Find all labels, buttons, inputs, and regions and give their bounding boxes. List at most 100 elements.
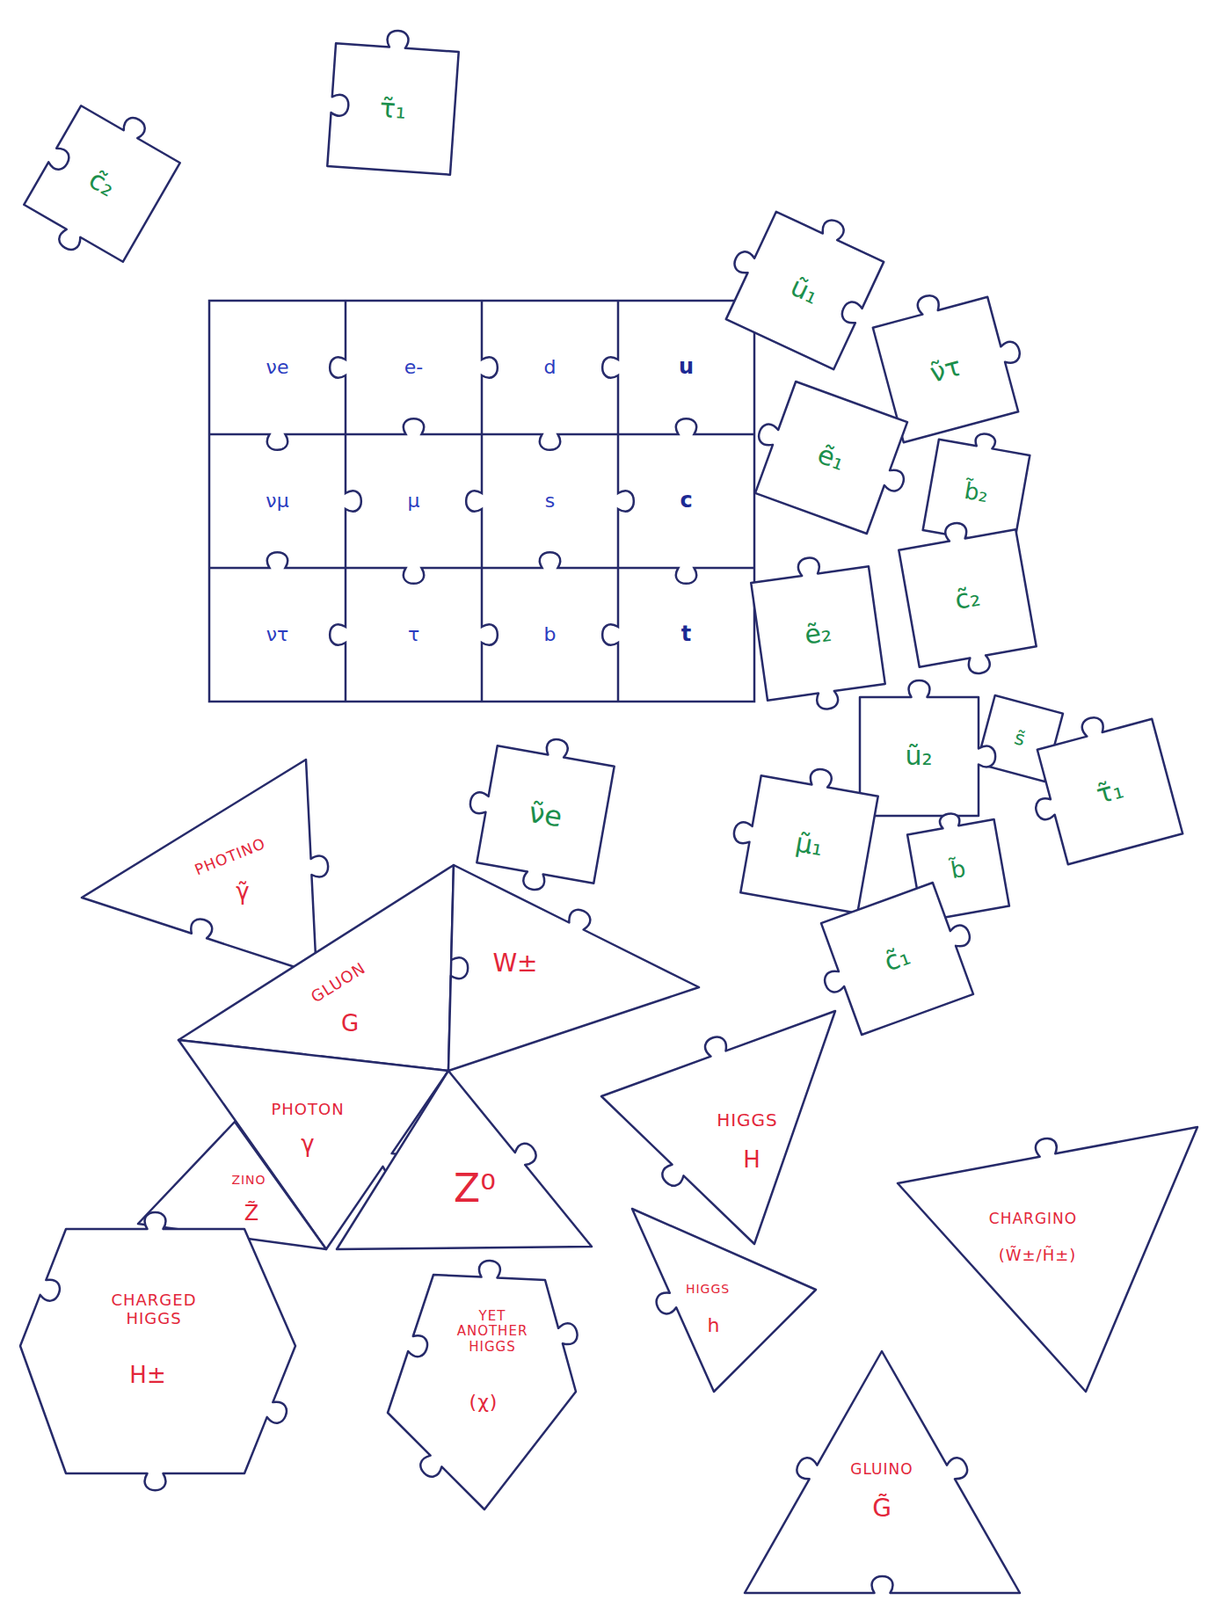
label-slot: CHARGED HIGGS [87, 1291, 220, 1328]
piece-shape [723, 756, 881, 914]
boson-piece: CHARGED HIGGS H± [20, 1229, 296, 1474]
piece-shape [859, 679, 996, 816]
boson-piece: HIGGS h [632, 1208, 816, 1392]
piece-shape [387, 1260, 578, 1510]
boson-piece: GLUONG [178, 865, 454, 1071]
grid-knob-line [602, 300, 619, 435]
label-slot: h [707, 1314, 721, 1337]
boson-name: CHARGED HIGGS [87, 1291, 220, 1328]
fermion-symbol: τ [407, 623, 420, 646]
sparticle-piece: c̃₂ [23, 105, 181, 262]
label-slot: Z⁰ [453, 1166, 496, 1212]
label-slot: u [678, 355, 694, 380]
fermion-symbol: t [681, 622, 692, 648]
grid-knob-line [481, 434, 619, 451]
sparticle-symbol: c̃₂ [952, 581, 983, 616]
fermion-symbol: νe [266, 356, 290, 379]
piece-shape [710, 189, 891, 370]
fermion-cell: νμ [209, 434, 346, 568]
boson-piece: CHARGINO (W̃±/H̃±) [897, 1127, 1198, 1392]
boson-piece: YET ANOTHER HIGGS(χ) [387, 1274, 576, 1510]
grid-knob-line [481, 567, 498, 702]
fermion-cell: e- [345, 300, 482, 435]
piece-shape [20, 1212, 296, 1491]
fermion-symbol: e- [404, 356, 423, 379]
label-slot: (W̃±/H̃±) [998, 1246, 1078, 1266]
boson-name: H± [129, 1362, 166, 1390]
boson-name: G̃ [872, 1494, 892, 1523]
fermion-cell: μ [345, 434, 482, 568]
label-slot: γ [300, 1131, 314, 1158]
sparticle-symbol: ũ₂ [904, 741, 932, 772]
piece-shape [922, 425, 1032, 546]
grid-knob-line [209, 434, 346, 451]
label-slot: G̃ [872, 1494, 892, 1523]
fermion-symbol: u [678, 355, 694, 380]
sparticle-piece: τ̃₁ [327, 43, 459, 175]
label-slot: μ̃₁ [793, 826, 826, 861]
label-slot: t [681, 622, 692, 648]
label-slot: γ̃ [235, 879, 249, 906]
fermion-symbol: d [544, 356, 557, 379]
grid-knob-line [345, 418, 482, 435]
sparticle-piece: c̃₂ [898, 529, 1036, 667]
sparticle-piece: ẽ₂ [750, 566, 885, 700]
label-slot: W± [492, 949, 538, 978]
boson-name: γ [300, 1131, 314, 1158]
label-slot: ZINO [231, 1171, 266, 1188]
boson-name: ZINO [231, 1172, 266, 1187]
piece-shape [739, 375, 924, 539]
sparticle-piece: ũ₁ [725, 211, 883, 369]
sparticle-piece: ν̃e [476, 745, 614, 883]
label-slot: PHOTON [270, 1100, 344, 1120]
piece-shape [1016, 702, 1183, 869]
piece-outline [336, 1070, 592, 1250]
label-slot: μ [407, 489, 421, 512]
label-slot: CHARGINO [989, 1210, 1078, 1229]
label-slot: c [679, 488, 692, 514]
boson-name: Z⁰ [453, 1166, 496, 1212]
label-slot: e- [404, 356, 423, 379]
label-slot: τ̃₁ [378, 93, 408, 126]
grid-knob-line [465, 434, 482, 568]
piece-shape [81, 759, 328, 975]
label-slot: Z̃ [244, 1201, 259, 1227]
piece-shape [448, 865, 699, 1071]
fermion-cell: ντ [209, 567, 346, 702]
sparticle-piece: ẽ₁ [754, 380, 907, 533]
label-slot: HIGGS [685, 1280, 730, 1297]
grid-knob-line [345, 434, 362, 568]
fermion-symbol: νμ [265, 489, 289, 512]
label-slot: YET ANOTHER HIGGS [443, 1309, 541, 1355]
grid-knob-line [481, 300, 498, 435]
label-slot: τ [407, 623, 420, 646]
grid-knob-line [618, 567, 755, 584]
label-slot: GLUINO [850, 1461, 913, 1479]
label-slot: νe [266, 356, 290, 379]
sparticle-symbol: τ̃₁ [378, 93, 408, 126]
boson-piece: GLUINO G̃ [744, 1351, 1020, 1594]
fermion-cell: s [481, 434, 619, 568]
grid-knob-line [481, 552, 619, 568]
boson-name: HIGGS [716, 1110, 779, 1131]
boson-piece: W± [448, 865, 699, 1071]
piece-shape [632, 1208, 816, 1392]
label-slot: ν̃e [525, 795, 564, 834]
label-slot: c̃₂ [952, 581, 983, 616]
label-slot: b̃₂ [961, 477, 990, 508]
sparticle-piece: τ̃₁ [1036, 718, 1182, 864]
grid-knob-line [618, 418, 755, 435]
fermion-cell: d [481, 300, 619, 435]
piece-shape [601, 1011, 836, 1245]
boson-name: W± [492, 949, 538, 978]
piece-shape [897, 1127, 1198, 1392]
boson-name: PHOTON [270, 1100, 344, 1120]
fermion-cell: c [618, 434, 755, 568]
piece-shape [744, 1351, 1020, 1594]
grid-knob-line [602, 567, 619, 702]
grid-knob-line [209, 552, 346, 568]
label-slot: G [341, 1011, 359, 1038]
sparticle-piece: μ̃₁ [740, 775, 878, 913]
boson-piece: PHOTINOγ̃ [81, 759, 317, 975]
